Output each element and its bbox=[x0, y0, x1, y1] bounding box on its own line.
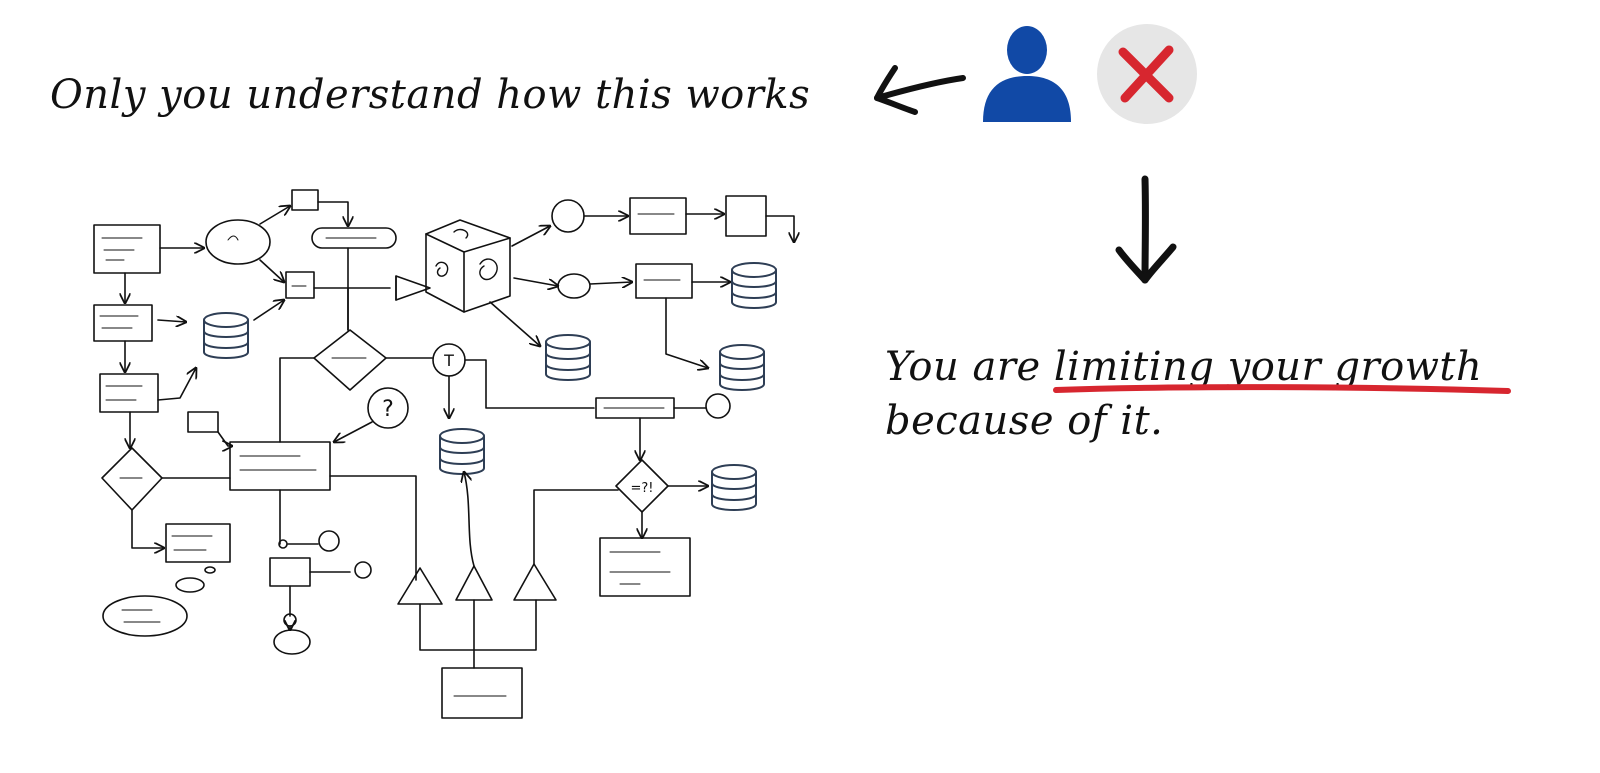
flow-box bbox=[93, 304, 153, 342]
flow-box bbox=[99, 373, 159, 413]
flow-box bbox=[269, 557, 311, 587]
person-icon bbox=[983, 26, 1071, 122]
flow-triangle bbox=[455, 565, 493, 601]
headline: Only you understand how this works bbox=[50, 72, 811, 118]
flow-box bbox=[291, 189, 319, 211]
message-before: You are bbox=[885, 344, 1054, 390]
flow-circle bbox=[551, 199, 585, 233]
flow-box bbox=[229, 441, 331, 491]
arrow-down-icon bbox=[1115, 175, 1177, 284]
cube bbox=[425, 219, 511, 313]
flowchart: T ? =?! bbox=[93, 189, 820, 719]
message-highlight: limiting your growth bbox=[1053, 344, 1483, 390]
flow-box bbox=[725, 195, 767, 237]
decision-label: =?! bbox=[630, 481, 653, 496]
flow-box bbox=[599, 537, 691, 597]
t-label: T bbox=[443, 351, 454, 370]
flow-decision bbox=[313, 329, 387, 391]
flow-box bbox=[285, 271, 315, 299]
arrow-left-icon bbox=[874, 65, 966, 115]
flow-oval bbox=[557, 273, 591, 299]
flow-decision bbox=[101, 447, 163, 511]
message: You are limiting your growth because of … bbox=[885, 340, 1482, 448]
flow-triangle bbox=[397, 567, 443, 605]
flow-box bbox=[635, 263, 693, 299]
flow-box bbox=[165, 523, 231, 563]
flow-triangle bbox=[513, 563, 557, 601]
close-x-icon bbox=[1097, 24, 1197, 124]
flow-box bbox=[629, 197, 687, 235]
flow-box bbox=[311, 227, 397, 249]
flow-oval bbox=[205, 219, 271, 265]
flow-box bbox=[441, 667, 523, 719]
question-bubble bbox=[367, 387, 409, 429]
flow-bubble bbox=[102, 595, 188, 637]
red-underline bbox=[1053, 384, 1511, 394]
flow-box bbox=[93, 224, 161, 274]
message-after: because of it. bbox=[885, 398, 1164, 444]
question-label: ? bbox=[382, 397, 394, 422]
